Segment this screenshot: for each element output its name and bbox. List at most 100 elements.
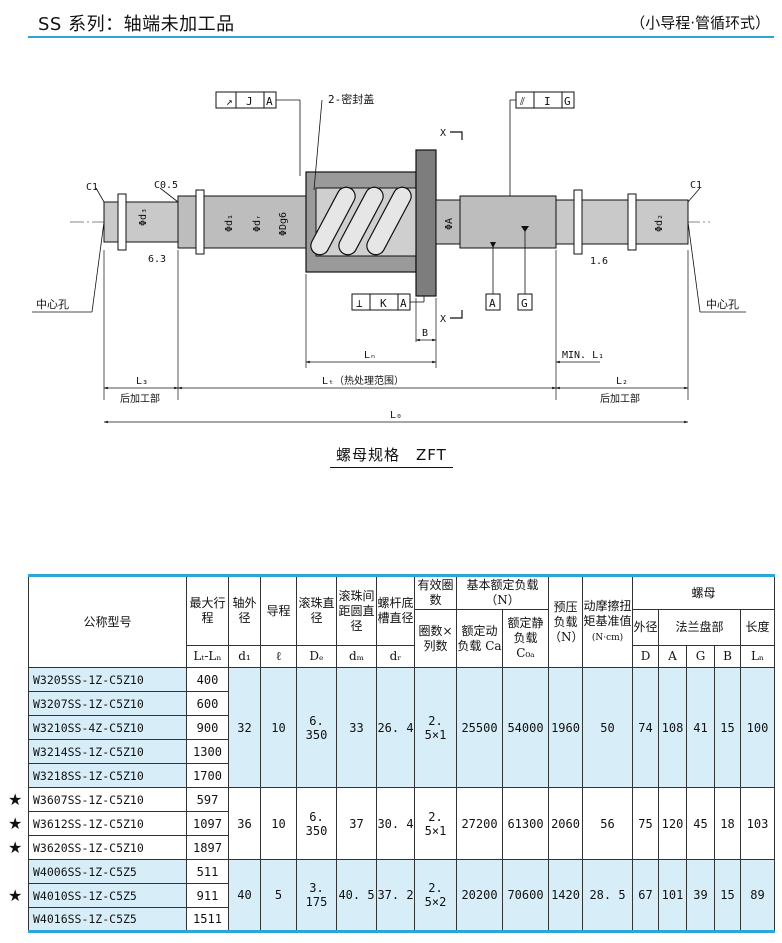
cell-dm: 33 <box>336 667 377 788</box>
spec-table: 公称型号 最大行程 轴外径 导程 滚珠直径 滚珠间距圆直径 螺杆底槽直径 有效圈… <box>28 574 776 933</box>
th-b: B <box>714 645 742 668</box>
star-marker: ★ <box>8 789 23 809</box>
page-title: SS 系列：轴端未加工品 <box>38 14 235 35</box>
cell-ca: 27200 <box>456 787 503 860</box>
cell-stroke: 900 <box>186 715 229 740</box>
cell-lead: 10 <box>260 667 297 788</box>
section-x-bottom: X <box>440 314 446 325</box>
dim-lt: Lₜ（热处理范围） <box>322 374 404 387</box>
th-circuits: 有效圈数 <box>414 575 457 610</box>
roughness-63: 6.3 <box>148 254 166 265</box>
cell-de: 6. 350 <box>296 787 337 860</box>
cell-model: W3218SS-1Z-C5Z10 <box>28 763 187 788</box>
shaft-right <box>459 195 557 249</box>
dim-l2: L₂ <box>616 376 628 387</box>
dim-ln: Lₙ <box>364 350 376 361</box>
cell-a: 101 <box>658 859 688 932</box>
cell-c0a: 70600 <box>501 859 550 932</box>
cell-ln: 103 <box>740 787 776 860</box>
svg-text:↗: ↗ <box>226 95 233 108</box>
tol-i-label: I <box>544 95 551 108</box>
th-root: 螺杆底槽直径 <box>376 575 415 646</box>
c05-label: C0.5 <box>154 180 178 191</box>
cell-d: 74 <box>632 667 660 788</box>
th-ln: Lₙ <box>740 645 776 668</box>
post-machining-left: 后加工部 <box>120 392 160 405</box>
post-machining-right: 后加工部 <box>600 392 640 405</box>
phi-a-label: ΦA <box>444 218 455 230</box>
cell-ln: 89 <box>740 859 776 932</box>
th-shaft-sym: d₁ <box>228 645 261 668</box>
cell-de: 6. 350 <box>296 667 337 788</box>
cell-c0a: 61300 <box>501 787 550 860</box>
cell-model: W3607SS-1Z-C5Z10 <box>28 787 187 812</box>
cell-preload: 1420 <box>548 859 584 932</box>
cell-c0a: 54000 <box>501 667 550 788</box>
cell-dr: 26. 4 <box>376 667 415 788</box>
cell-stroke: 597 <box>186 787 229 812</box>
cell-model: W4016SS-1Z-C5Z5 <box>28 907 187 932</box>
th-flange: 法兰盘部 <box>658 609 742 646</box>
th-g: G <box>686 645 716 668</box>
cell-dm: 40. 5 <box>336 859 377 932</box>
cell-stroke: 1511 <box>186 907 229 932</box>
cell-d1: 40 <box>228 859 261 932</box>
cell-stroke: 1700 <box>186 763 229 788</box>
th-lead: 导程 <box>260 575 297 646</box>
cell-d: 67 <box>632 859 660 932</box>
drawing-svg: ↗ J A ⫽ I G ⊥ K A A G X X 2-密封盖 C1 C0.5 … <box>32 91 746 424</box>
cell-g: 39 <box>686 859 716 932</box>
cell-torque: 28. 5 <box>582 859 634 932</box>
cell-model: W3207SS-1Z-C5Z10 <box>28 691 187 716</box>
phi-d1-label: Φd₁ <box>224 214 235 232</box>
break-marks <box>117 189 637 255</box>
ball-screw-drawing: ↗ J A ⫽ I G ⊥ K A A G X X 2-密封盖 C1 C0.5 … <box>0 50 782 470</box>
nut-flange <box>415 149 437 297</box>
seal-cap <box>435 199 461 245</box>
phi-d3-label: Φd₃ <box>138 208 149 226</box>
phi-dr-label: Φdᵣ <box>252 214 263 232</box>
th-ball: 滚珠直径 <box>296 575 337 646</box>
cell-preload: 1960 <box>548 667 584 788</box>
th-torque: 动摩擦扭矩基准值(N·cm) <box>582 575 634 668</box>
th-model: 公称型号 <box>28 575 187 668</box>
star-marker: ★ <box>8 813 23 833</box>
cell-stroke: 1897 <box>186 835 229 860</box>
th-dynamic-load: 额定动负载 Ca <box>456 609 503 668</box>
cell-stroke: 911 <box>186 883 229 908</box>
th-lead-sym: ℓ <box>260 645 297 668</box>
phi-dg6-label: ΦDg6 <box>278 212 289 236</box>
cell-model: W4006SS-1Z-C5Z5 <box>28 859 187 884</box>
cell-d: 75 <box>632 787 660 860</box>
c1-left-label: C1 <box>86 182 98 193</box>
cell-stroke: 1300 <box>186 739 229 764</box>
cell-circuits: 2. 5×2 <box>414 859 457 932</box>
cell-circuits: 2. 5×1 <box>414 667 457 788</box>
cell-d1: 36 <box>228 787 261 860</box>
return-tubes <box>310 186 412 256</box>
seal-label: 2-密封盖 <box>328 92 374 106</box>
th-preload: 预压负载（N） <box>548 575 584 668</box>
cell-torque: 50 <box>582 667 634 788</box>
cell-dr: 37. 2 <box>376 859 415 932</box>
cell-b: 18 <box>714 787 742 860</box>
dim-l3: L₃ <box>136 376 148 387</box>
cell-circuits: 2. 5×1 <box>414 787 457 860</box>
cell-lead: 5 <box>260 859 297 932</box>
tol-a2-label: A <box>400 297 407 310</box>
roughness-16: 1.6 <box>590 256 608 267</box>
c1-right-label: C1 <box>690 180 702 191</box>
dim-min-l1: MIN. L₁ <box>562 350 604 361</box>
cell-model: W4010SS-1Z-C5Z5 <box>28 883 187 908</box>
th-stroke-sym: Lₜ-Lₙ <box>186 645 229 668</box>
cell-g: 45 <box>686 787 716 860</box>
cell-stroke: 1097 <box>186 811 229 836</box>
star-marker: ★ <box>8 837 23 857</box>
